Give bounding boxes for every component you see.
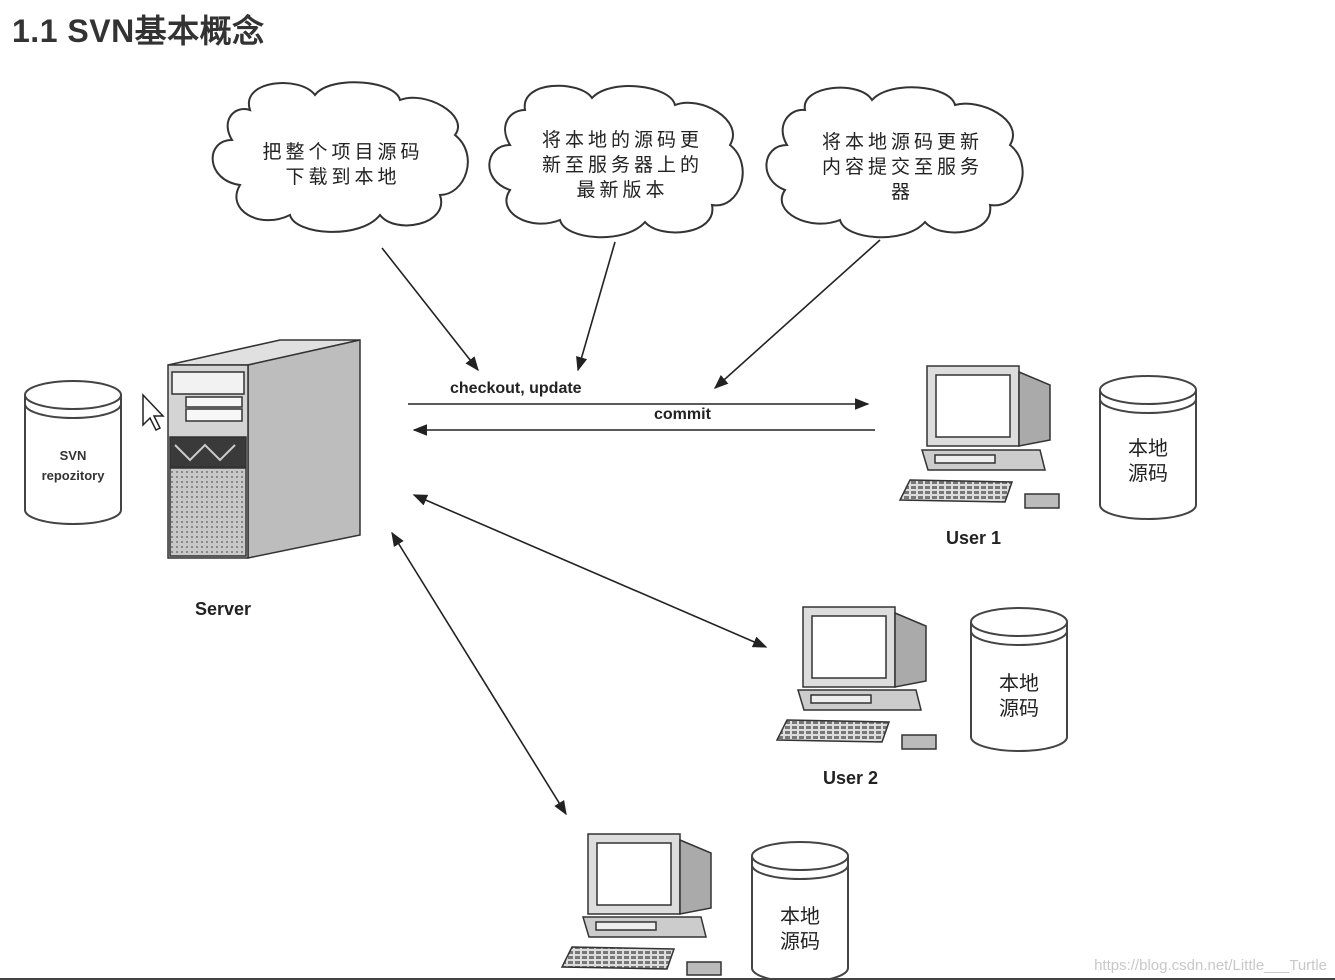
bottom-divider — [0, 978, 1335, 980]
repository-label: SVN repozitory — [41, 448, 105, 483]
cloud-1 — [211, 81, 469, 233]
user3-arrow — [391, 531, 567, 816]
user1-local-cylinder — [1099, 375, 1197, 520]
checkout-update-label: checkout, update — [450, 380, 582, 397]
user2-local-source-label: 本地 源码 — [999, 671, 1039, 720]
user3-computer — [560, 833, 722, 976]
watermark: https://blog.csdn.net/Little___Turtle — [1094, 957, 1327, 974]
cloud-1-text: 把整个项目源码 下载到本地 — [262, 141, 424, 188]
page-title: 1.1 SVN基本概念 — [12, 13, 265, 49]
user1-label: User 1 — [946, 528, 1002, 548]
user1-local-source-label: 本地 源码 — [1128, 436, 1168, 485]
server-tower — [167, 339, 361, 559]
user3-local-cylinder — [751, 841, 849, 980]
user1-computer — [898, 365, 1060, 509]
user2-computer — [775, 606, 937, 750]
cloud-3 — [765, 86, 1024, 239]
server-label: Server — [195, 599, 252, 619]
connection-arrows — [391, 398, 875, 816]
cloud-3-text: 将本地源码更新 内容提交至服务 器 — [821, 131, 983, 203]
svn-repository-cylinder — [24, 380, 122, 525]
user3-local-source-label: 本地 源码 — [780, 904, 820, 953]
commit-label: commit — [654, 406, 711, 423]
cloud-2-text: 将本地的源码更 新至服务器上的 最新版本 — [541, 129, 703, 201]
mouse-cursor-icon — [142, 393, 165, 432]
cloud-pointers — [381, 239, 881, 389]
user2-local-cylinder — [970, 607, 1068, 752]
cloud-2 — [488, 84, 744, 239]
user2-label: User 2 — [823, 768, 879, 788]
user2-arrow — [412, 494, 768, 648]
